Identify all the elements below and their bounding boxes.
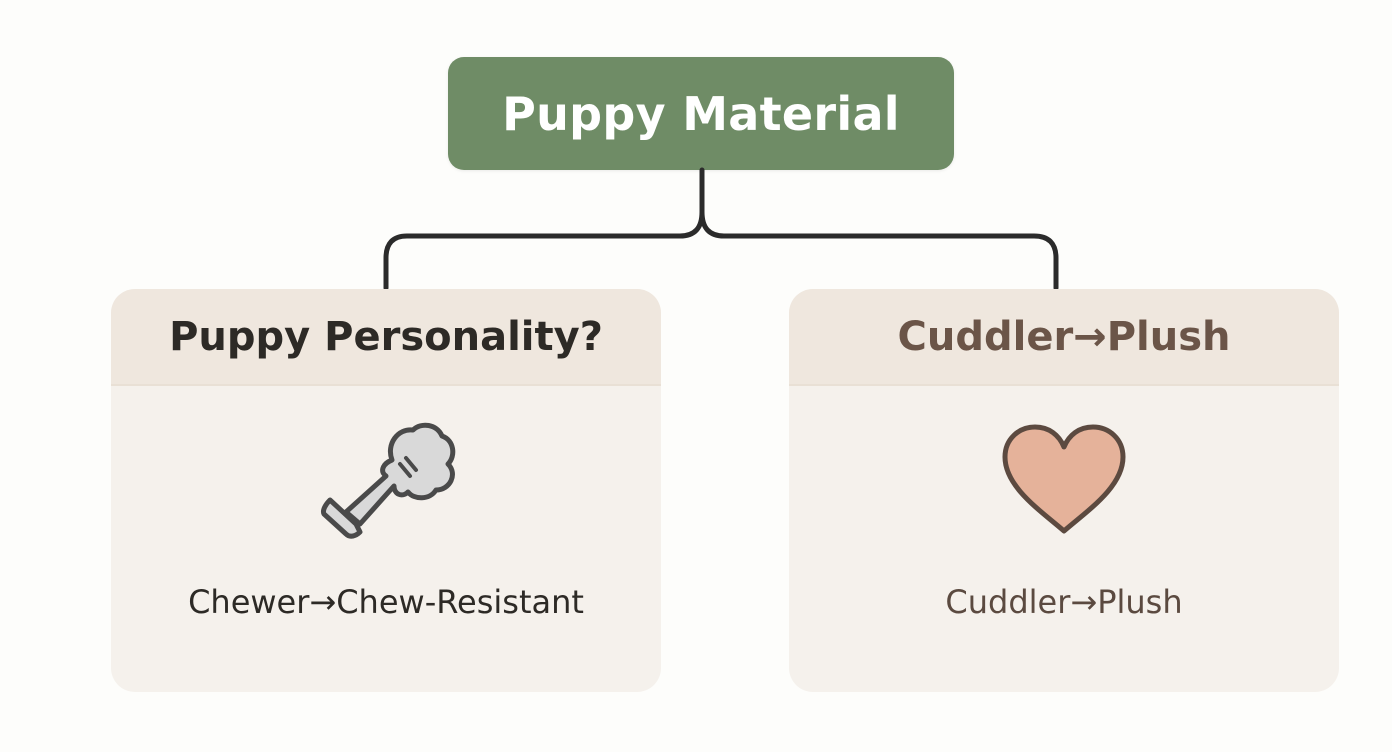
card-caption: Cuddler→Plush [945, 583, 1183, 621]
card-heading: Puppy Personality? [169, 313, 603, 360]
branch-card-chewer: Puppy Personality? Chewer→Chew-Resistant [111, 289, 661, 692]
card-header: Puppy Personality? [111, 289, 661, 386]
card-caption: Chewer→Chew-Resistant [188, 583, 584, 621]
root-node: Puppy Material [448, 57, 954, 170]
connector-left [383, 167, 705, 291]
chew-toy-bone-icon [111, 420, 661, 550]
card-heading: Cuddler→Plush [897, 313, 1231, 360]
branch-card-cuddler: Cuddler→Plush Cuddler→Plush [789, 289, 1339, 692]
root-title: Puppy Material [502, 86, 900, 141]
connector-right [699, 209, 1059, 291]
card-header: Cuddler→Plush [789, 289, 1339, 386]
heart-icon [789, 423, 1339, 537]
